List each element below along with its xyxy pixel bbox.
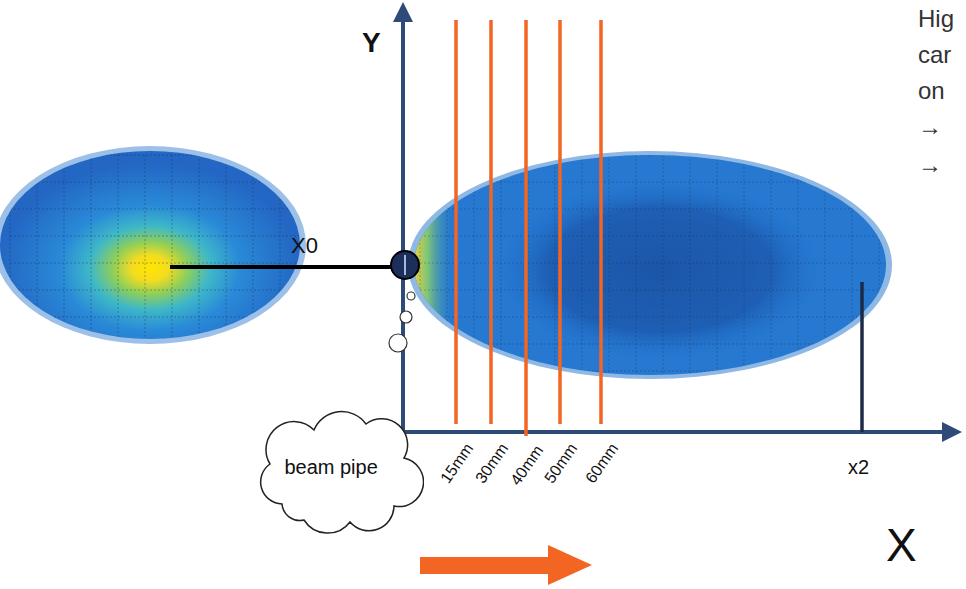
axis-label: Hig <box>918 6 954 32</box>
dimension-label: 30mm <box>472 440 512 487</box>
axis-label: X <box>886 520 917 571</box>
cloud-label: beam pipe <box>284 456 377 478</box>
axis-label: X0 <box>291 234 318 258</box>
dimension-label: 40mm <box>507 442 547 489</box>
axis-label: car <box>918 42 951 68</box>
dimension-label: 15mm <box>437 440 477 487</box>
axis-label: → <box>918 114 942 140</box>
axis-label: Y <box>362 28 381 59</box>
dimension-label: 50mm <box>541 440 581 487</box>
axis-label: → <box>918 152 942 178</box>
cloud-shape: beam pipe <box>252 406 424 536</box>
axis-label: x2 <box>848 456 869 478</box>
dimension-label: 60mm <box>582 440 622 487</box>
axis-label: on <box>918 78 945 104</box>
